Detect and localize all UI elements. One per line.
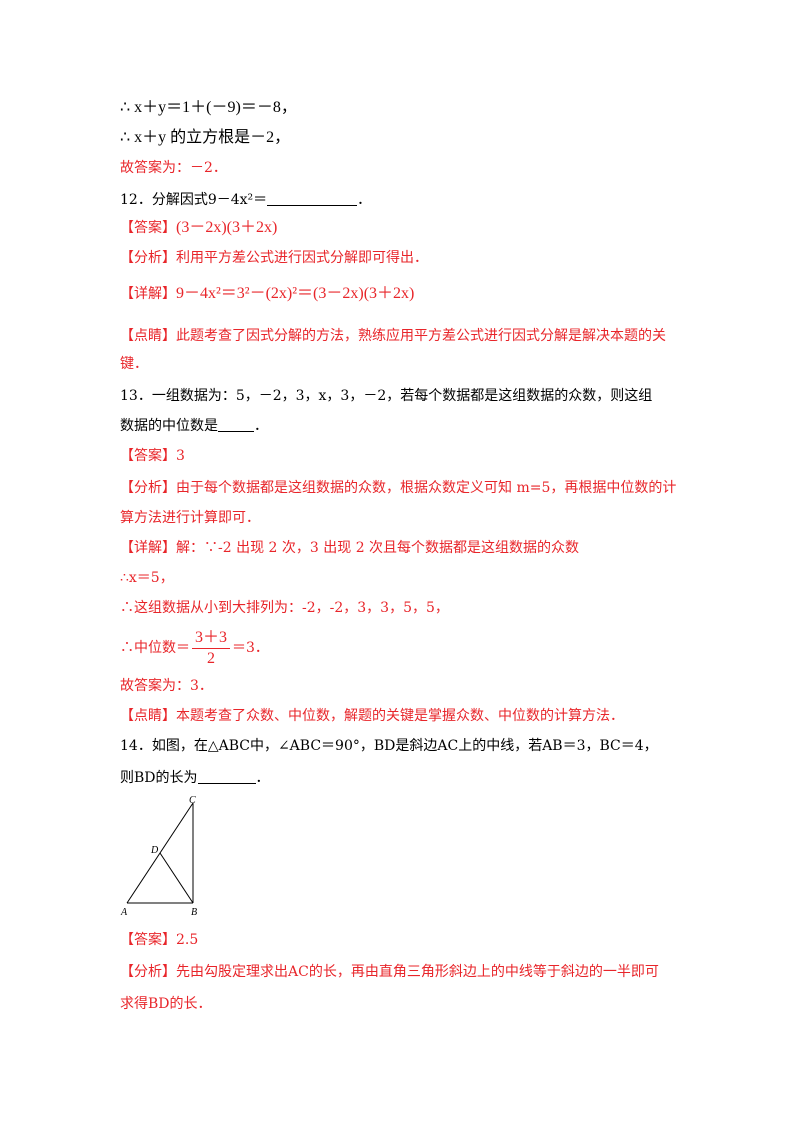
q13-x-value: ∴x＝5， bbox=[120, 570, 174, 586]
q14-analysis-text-2: 求得BD的长． bbox=[120, 996, 212, 1012]
q13-detail-x: ∴x＝5， bbox=[120, 568, 174, 588]
q14-answer: 【答案】2.5 bbox=[120, 930, 198, 950]
q13-comment-text: 本题考查了众数、中位数，解题的关键是掌握众数、中位数的计算方法． bbox=[176, 708, 624, 724]
comment-tag: 【点睛】 bbox=[120, 328, 176, 344]
comment-tag: 【点睛】 bbox=[120, 708, 176, 724]
answer-tag: 【答案】 bbox=[120, 220, 176, 236]
q12-analysis-text: 利用平方差公式进行因式分解即可得出． bbox=[176, 250, 428, 266]
question-13-text-2: 数据的中位数是 bbox=[120, 418, 218, 434]
fraction-denominator: 2 bbox=[207, 649, 215, 667]
analysis-tag: 【分析】 bbox=[120, 480, 176, 496]
q12-analysis: 【分析】利用平方差公式进行因式分解即可得出． bbox=[120, 248, 428, 268]
q14-answer-value: 2.5 bbox=[176, 932, 199, 948]
q11-sum-equation: ∴ x＋y＝1＋(－9)＝－8， bbox=[120, 99, 297, 116]
q11-cube-root: ∴ x＋y 的立方根是－2， bbox=[120, 129, 291, 146]
q11-step-1: ∴ x＋y＝1＋(－9)＝－8， bbox=[120, 98, 297, 118]
q11-answer-text: 故答案为：－2． bbox=[120, 160, 227, 176]
q13-sorted-data: ∴这组数据从小到大排列为：-2，-2，3，3，5，5， bbox=[120, 600, 449, 616]
question-14-period: ． bbox=[255, 770, 270, 786]
answer-blank bbox=[267, 191, 358, 206]
question-12-text: 12．分解因式9－4x²＝ bbox=[120, 192, 268, 208]
question-13-period: ． bbox=[254, 418, 268, 434]
question-14-text-2: 则BD的长为 bbox=[120, 770, 198, 786]
question-13-cont: 数据的中位数是 ． bbox=[120, 416, 268, 436]
question-14-cont: 则BD的长为 ． bbox=[120, 768, 270, 788]
q13-comment: 【点睛】本题考查了众数、中位数，解题的关键是掌握众数、中位数的计算方法． bbox=[120, 706, 624, 726]
fraction-numerator: 3＋3 bbox=[192, 628, 231, 649]
answer-blank bbox=[197, 769, 256, 784]
answer-tag: 【答案】 bbox=[120, 932, 176, 948]
q13-answer-value: 3 bbox=[176, 448, 185, 464]
q14-analysis-cont: 求得BD的长． bbox=[120, 994, 212, 1014]
q13-analysis-text-2: 算方法进行计算即可． bbox=[120, 510, 260, 526]
median-result: ＝3． bbox=[232, 640, 269, 656]
q12-comment-cont: 键． bbox=[120, 354, 148, 374]
q13-analysis: 【分析】由于每个数据都是这组数据的众数，根据众数定义可知 m=5，再根据中位数的… bbox=[120, 478, 676, 498]
detail-tag: 【详解】 bbox=[120, 540, 176, 556]
label-a: A bbox=[120, 907, 128, 918]
answer-blank bbox=[218, 417, 254, 432]
analysis-tag: 【分析】 bbox=[120, 964, 176, 980]
q13-analysis-text: 由于每个数据都是这组数据的众数，根据众数定义可知 m=5，再根据中位数的计 bbox=[176, 480, 677, 496]
q12-answer: 【答案】(3－2x)(3＋2x) bbox=[120, 218, 277, 238]
q13-detail: 【详解】解：∵-2 出现 2 次，3 出现 2 次且每个数据都是这组数据的众数 bbox=[120, 538, 579, 558]
analysis-tag: 【分析】 bbox=[120, 250, 176, 266]
q13-analysis-cont: 算方法进行计算即可． bbox=[120, 508, 260, 528]
label-c: C bbox=[189, 795, 196, 806]
q11-step-2: ∴ x＋y 的立方根是－2， bbox=[120, 128, 290, 148]
detail-tag: 【详解】 bbox=[120, 286, 176, 302]
median-label: ∴中位数＝ bbox=[120, 640, 190, 656]
q13-detail-text: 解：∵-2 出现 2 次，3 出现 2 次且每个数据都是这组数据的众数 bbox=[176, 540, 580, 556]
q12-answer-value: (3－2x)(3＋2x) bbox=[176, 219, 278, 236]
label-b: B bbox=[191, 907, 197, 918]
question-14-text: 14．如图，在△ABC中，∠ABC＝90°，BD是斜边AC上的中线，若AB＝3，… bbox=[120, 738, 658, 754]
q12-detail-equation: 9－4x²＝3²－(2x)²＝(3－2x)(3＋2x) bbox=[176, 285, 415, 302]
q13-answer-text: 故答案为：3． bbox=[120, 678, 213, 694]
q13-answer: 【答案】3 bbox=[120, 446, 185, 466]
segment-bd bbox=[159, 852, 194, 904]
q14-analysis: 【分析】先由勾股定理求出AC的长，再由直角三角形斜边上的中线等于斜边的一半即可 bbox=[120, 962, 659, 982]
question-14: 14．如图，在△ABC中，∠ABC＝90°，BD是斜边AC上的中线，若AB＝3，… bbox=[120, 736, 658, 756]
triangle-figure: C D A B bbox=[120, 795, 197, 918]
q12-comment: 【点睛】此题考查了因式分解的方法，熟练应用平方差公式进行因式分解是解决本题的关 bbox=[120, 326, 666, 346]
question-13: 13．一组数据为：5，－2，3，x，3，－2，若每个数据都是这组数据的众数，则这… bbox=[120, 386, 652, 406]
q13-detail-sorted: ∴这组数据从小到大排列为：-2，-2，3，3，5，5， bbox=[120, 598, 449, 618]
answer-tag: 【答案】 bbox=[120, 448, 176, 464]
question-12: 12．分解因式9－4x²＝． bbox=[120, 191, 372, 208]
q12-comment-text: 此题考查了因式分解的方法，熟练应用平方差公式进行因式分解是解决本题的关 bbox=[176, 328, 666, 344]
q12-detail: 【详解】9－4x²＝3²－(2x)²＝(3－2x)(3＋2x) bbox=[120, 284, 414, 304]
q14-analysis-text: 先由勾股定理求出AC的长，再由直角三角形斜边上的中线等于斜边的一半即可 bbox=[176, 964, 659, 980]
q11-final-answer: 故答案为：－2． bbox=[120, 158, 227, 178]
question-13-text: 13．一组数据为：5，－2，3，x，3，－2，若每个数据都是这组数据的众数，则这… bbox=[120, 388, 653, 404]
q12-comment-text-2: 键． bbox=[120, 356, 148, 372]
q13-final-answer: 故答案为：3． bbox=[120, 676, 213, 696]
label-d: D bbox=[150, 845, 159, 856]
